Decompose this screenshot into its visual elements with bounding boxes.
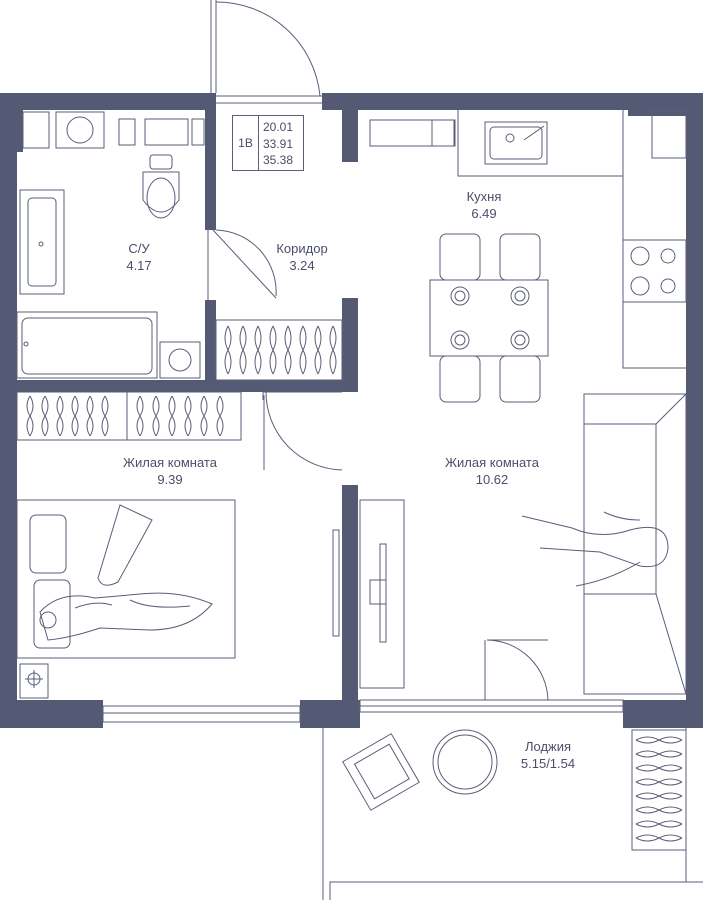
loggia: [322, 728, 703, 900]
hanger-icon: [314, 325, 322, 375]
hanger-icon: [254, 325, 262, 375]
hanger-icon: [269, 325, 277, 375]
bedroom-door: [262, 391, 343, 471]
hanger-icon: [56, 395, 64, 437]
apartment-areas: 20.01 33.91 35.38: [263, 119, 293, 169]
tv-unit: [359, 499, 405, 689]
hanger-icon: [200, 395, 208, 437]
balcony-door: [484, 639, 549, 701]
room-living-small-area: 9.39: [157, 472, 183, 487]
apartment-badge: 1В 20.01 33.91 35.38: [232, 115, 304, 171]
hanger-icon: [329, 325, 337, 375]
room-bathroom-name: С/У: [128, 241, 150, 256]
hanger-icon: [635, 820, 683, 828]
room-living-small-label: Жилая комната 9.39: [123, 454, 217, 488]
area-living: 20.01: [263, 120, 294, 134]
corridor-wardrobe: [215, 319, 343, 381]
bathroom-fixtures: [16, 111, 205, 379]
room-living-large-name: Жилая комната: [445, 455, 539, 470]
radiator: [332, 529, 340, 637]
bathroom-door: [207, 229, 277, 300]
kitchen-counter: [457, 109, 687, 369]
bed: [16, 499, 236, 659]
area-total: 33.91: [263, 136, 294, 151]
room-kitchen-name: Кухня: [466, 189, 502, 204]
socket-icon: [19, 663, 49, 699]
hanger-icon: [239, 325, 247, 375]
sofa: [521, 393, 687, 695]
hanger-icon: [152, 395, 160, 437]
hanger-icon: [635, 764, 683, 772]
entrance-door: [210, 0, 322, 104]
hanger-icon: [224, 325, 232, 375]
hanger-icon: [86, 395, 94, 437]
room-loggia-label: Лоджия 5.15/1.54: [521, 738, 575, 772]
room-kitchen-label: Кухня 6.49: [467, 188, 502, 222]
area-with-loggia: 35.38: [263, 153, 294, 167]
hanger-icon: [41, 395, 49, 437]
hanger-icon: [101, 395, 109, 437]
room-living-large-label: Жилая комната 10.62: [445, 454, 539, 488]
room-bathroom-area: 4.17: [126, 258, 152, 273]
hanger-icon: [635, 792, 683, 800]
hanger-icon: [299, 325, 307, 375]
room-loggia-area: 5.15/1.54: [520, 756, 576, 771]
hanger-icon: [168, 395, 176, 437]
room-living-large-area: 10.62: [475, 472, 509, 487]
hanger-icon: [136, 395, 144, 437]
room-corridor-name: Коридор: [276, 241, 328, 256]
windows: [102, 119, 624, 723]
hanger-icon: [184, 395, 192, 437]
hanger-icon: [635, 736, 683, 744]
hanger-icon: [635, 750, 683, 758]
room-loggia-name: Лоджия: [524, 739, 572, 754]
room-corridor-label: Коридор 3.24: [276, 240, 327, 274]
room-bathroom-label: С/У 4.17: [126, 240, 151, 274]
room-living-small-name: Жилая комната: [123, 455, 217, 470]
room-corridor-area: 3.24: [289, 258, 315, 273]
apartment-type: 1В: [233, 116, 259, 170]
hanger-icon: [284, 325, 292, 375]
hanger-icon: [26, 395, 34, 437]
hanger-icon: [635, 806, 683, 814]
walls: [0, 93, 703, 728]
hanger-icon: [635, 834, 683, 842]
bedroom-wardrobe: [16, 391, 242, 441]
hanger-icon: [71, 395, 79, 437]
dining-table: [429, 233, 549, 403]
hanger-icon: [635, 778, 683, 786]
hanger-icon: [216, 395, 224, 437]
room-kitchen-area: 6.49: [471, 206, 497, 221]
